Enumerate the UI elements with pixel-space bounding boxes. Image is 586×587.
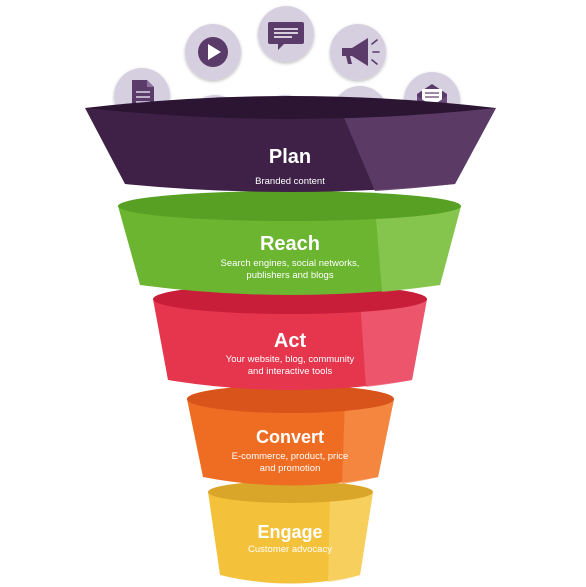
- stage-title-plan: Plan: [269, 146, 311, 168]
- stage-desc-reach-1: Search engines, social networks,: [221, 258, 360, 269]
- funnel-stage-convert: [187, 385, 394, 486]
- stage-desc-reach-2: publishers and blogs: [246, 270, 333, 281]
- stage-title-convert: Convert: [256, 427, 324, 447]
- play-video-icon: [185, 24, 241, 80]
- megaphone-icon: [330, 24, 386, 80]
- chat-message-icon: [258, 6, 314, 62]
- funnel-stage-plan: [85, 96, 496, 192]
- stage-title-reach: Reach: [260, 233, 320, 255]
- stage-desc-act-2: and interactive tools: [248, 366, 333, 377]
- funnel-stage-act: [153, 284, 427, 390]
- stage-desc-convert-2: and promotion: [260, 463, 321, 474]
- stage-desc-engage: Customer advocacy: [248, 544, 332, 555]
- stage-desc-convert-1: E-commerce, product, price: [232, 451, 349, 462]
- stage-desc-plan: Branded content: [255, 176, 325, 187]
- funnel-stage-engage: [208, 481, 373, 584]
- funnel-stage-reach: [118, 191, 461, 295]
- stage-title-act: Act: [274, 330, 307, 352]
- stage-desc-act-1: Your website, blog, community: [226, 354, 355, 365]
- stage-title-engage: Engage: [257, 522, 322, 542]
